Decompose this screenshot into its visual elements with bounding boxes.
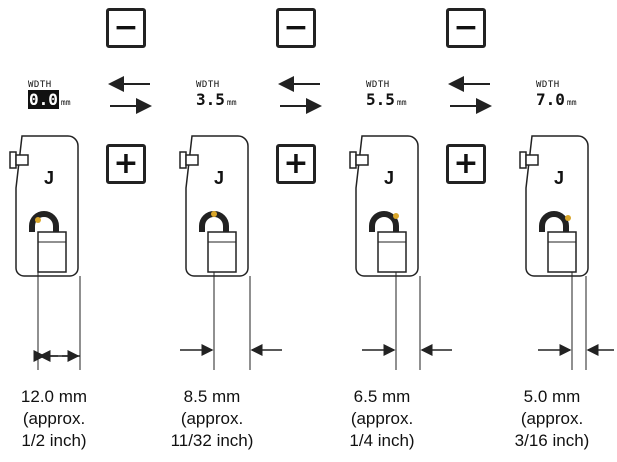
- distance-mm: 8.5 mm: [183, 387, 241, 406]
- foot-letter: J: [44, 168, 55, 188]
- plus-icon: +: [113, 146, 139, 181]
- foot-letter: J: [214, 168, 225, 188]
- minus-icon: −: [453, 10, 479, 45]
- distance-inch: 11/32 inch): [170, 431, 254, 450]
- width-increase-button[interactable]: +: [446, 144, 486, 184]
- distance-inch: 3/16 inch): [514, 431, 590, 450]
- distance-inch: 1/2 inch): [21, 431, 87, 450]
- width-label: WDTH: [536, 80, 560, 90]
- foot-letter: J: [554, 168, 565, 188]
- distance-mm: 12.0 mm: [20, 387, 88, 406]
- distance-mm: 5.0 mm: [523, 387, 581, 406]
- minus-icon: −: [283, 10, 309, 45]
- presser-foot-icon: [9, 135, 81, 370]
- distance-caption: 6.5 mm (approx. 1/4 inch): [322, 386, 442, 452]
- width-increase-button[interactable]: +: [276, 144, 316, 184]
- width-decrease-button[interactable]: −: [276, 8, 316, 48]
- distance-approx: (approx.: [22, 409, 86, 428]
- width-decrease-button[interactable]: −: [106, 8, 146, 48]
- presser-foot-icon: [179, 135, 282, 370]
- width-label: WDTH: [366, 80, 390, 90]
- presser-foot-icon: [519, 135, 614, 370]
- foot-letter: J: [384, 168, 395, 188]
- width-decrease-button[interactable]: −: [446, 8, 486, 48]
- width-label: WDTH: [28, 80, 52, 90]
- distance-approx: (approx.: [180, 409, 244, 428]
- distance-approx: (approx.: [520, 409, 584, 428]
- width-label: WDTH: [196, 80, 220, 90]
- presser-foot-icon: [349, 135, 452, 370]
- distance-inch: 1/4 inch): [349, 431, 415, 450]
- distance-mm: 6.5 mm: [353, 387, 411, 406]
- width-increase-button[interactable]: +: [106, 144, 146, 184]
- distance-approx: (approx.: [350, 409, 414, 428]
- plus-icon: +: [283, 146, 309, 181]
- plus-icon: +: [453, 146, 479, 181]
- distance-caption: 12.0 mm (approx. 1/2 inch): [0, 386, 114, 452]
- distance-caption: 8.5 mm (approx. 11/32 inch): [152, 386, 272, 452]
- minus-icon: −: [113, 10, 139, 45]
- distance-caption: 5.0 mm (approx. 3/16 inch): [492, 386, 612, 452]
